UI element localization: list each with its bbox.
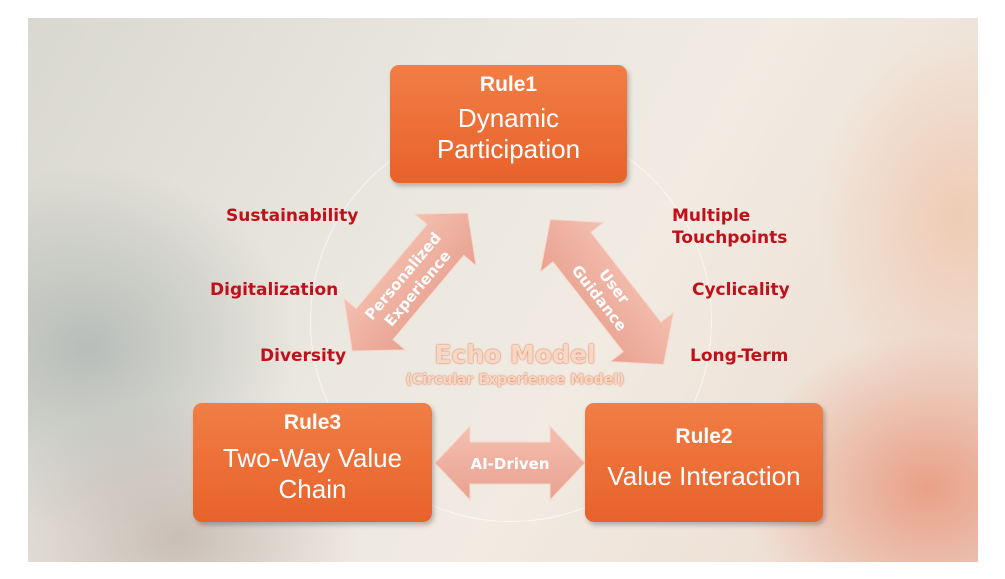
rule-name: Value Interaction <box>607 461 801 491</box>
keyword-cyclicality: Cyclicality <box>692 280 790 300</box>
keyword-sustainability: Sustainability <box>226 206 359 226</box>
keyword-diversity: Diversity <box>260 346 347 366</box>
keyword-line2: Touchpoints <box>672 228 788 248</box>
keyword-long-term: Long-Term <box>690 346 789 366</box>
keyword-digitalization: Digitalization <box>210 280 339 300</box>
rule2-box: Rule2 Value Interaction <box>585 403 823 522</box>
rule3-box: Rule3 Two-Way Value Chain <box>193 403 432 522</box>
rule-name-line2: Chain <box>278 474 347 504</box>
rule-name-line2: Participation <box>436 134 581 164</box>
rule-label: Rule1 <box>479 73 538 96</box>
arrow-label: AI-Driven <box>470 455 549 473</box>
ai-driven-arrow: AI-Driven <box>434 424 586 502</box>
keyword-line1: Multiple <box>672 206 751 226</box>
rule-name-line1: Dynamic <box>457 103 560 133</box>
rule-label: Rule2 <box>675 425 733 448</box>
rule-label: Rule3 <box>283 411 342 434</box>
echo-model-subtitle: (Circular Experience Model) <box>405 372 625 388</box>
rule1-box: Rule1 Dynamic Participation <box>390 65 627 183</box>
keyword-multiple-touchpoints: Multiple Touchpoints <box>672 205 787 249</box>
rule-name-line1: Two-Way Value <box>222 443 403 473</box>
echo-model-title: Echo Model <box>434 340 596 369</box>
